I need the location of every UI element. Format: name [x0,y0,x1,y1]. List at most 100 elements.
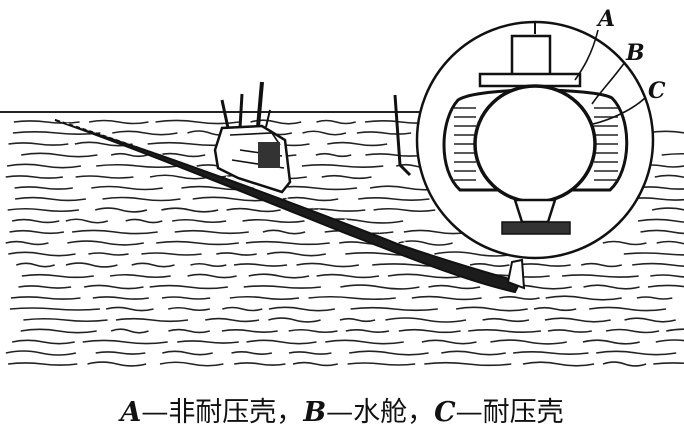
wave-stroke [325,340,403,343]
wave-stroke [351,308,438,311]
wave-stroke [483,319,529,322]
wave-stroke [316,154,351,157]
wave-stroke [374,209,436,212]
wave-stroke [385,318,466,322]
caption-text-B: —水舱， [326,397,434,428]
wave-stroke [289,330,338,333]
wave-stroke [23,319,107,322]
wave-stroke [603,242,647,245]
wave-stroke [112,131,177,134]
wave-stroke [624,253,684,255]
periscope-2 [240,94,242,128]
wave-stroke [513,352,588,354]
wave-stroke [269,307,335,310]
wave-stroke [141,253,201,255]
wave-stroke [72,230,158,233]
wave-stroke [625,318,676,322]
wave-stroke [234,264,287,266]
wave-stroke [175,231,249,234]
wave-stroke [177,341,239,343]
wave-stroke [548,330,592,332]
bridge-block [258,142,280,168]
wave-stroke [111,329,148,333]
wave-stroke [88,362,147,366]
wave-stroke [91,187,162,190]
keel [515,200,555,222]
wave-stroke [67,241,143,245]
wave-stroke [205,319,259,322]
wave-stroke [22,275,94,278]
wave-stroke [76,176,134,178]
wave-stroke [14,121,80,123]
wave-stroke [638,219,684,222]
wave-stroke [468,330,541,332]
wave-stroke [21,153,97,156]
wave-stroke [289,352,331,354]
wave-stroke [216,253,256,255]
wave-stroke [15,187,73,189]
label-B: B [626,40,645,66]
caption-key-B: B [303,397,326,428]
wave-stroke [66,263,117,267]
wave-stroke [422,340,477,343]
wave-stroke [21,329,97,332]
deck-gun [395,95,410,175]
wave-stroke [88,253,128,255]
wave-stroke [652,208,684,212]
wave-stroke [16,263,54,266]
wave-stroke [641,230,684,233]
wave-stroke [456,307,528,310]
wave-stroke [6,176,63,178]
wave-stroke [546,296,622,300]
wave-stroke [162,351,212,354]
wave-stroke [249,274,309,278]
cross-section-inset [417,22,653,258]
label-A: A [598,6,615,32]
wave-stroke [441,351,505,354]
wave-stroke [655,175,684,178]
wave-stroke [399,330,461,333]
wave-stroke [8,209,79,212]
wave-stroke [267,252,326,255]
wave-stroke [12,220,59,223]
wave-stroke [96,352,146,354]
wave-stroke [327,143,387,146]
wave-stroke [168,330,209,333]
wave-stroke [653,363,684,365]
wave-stroke [349,351,428,355]
wave-stroke [246,242,330,245]
wave-stroke [93,297,149,299]
wave-stroke [412,297,482,300]
wave-stroke [302,165,383,167]
wave-stroke [490,340,566,344]
wave-stroke [309,297,396,300]
wave-stroke [161,208,218,212]
wave-stroke [89,121,148,124]
wave-stroke [358,198,429,200]
wave-stroke [162,297,210,299]
wave-stroke [19,286,72,288]
keel-ballast [502,222,570,234]
wave-stroke [470,264,509,266]
wave-stroke [230,297,299,300]
wave-stroke [666,329,684,333]
wave-stroke [83,340,168,343]
wave-stroke [7,164,81,167]
wave-stroke [268,318,320,322]
stern-rudder [508,260,524,288]
wave-stroke [263,230,305,233]
wave-stroke [116,319,188,322]
wave-stroke [545,318,611,322]
wave-stroke [357,132,411,134]
wave-stroke [96,165,179,168]
wave-stroke [662,154,684,157]
wave-stroke [322,176,372,179]
wave-stroke [11,297,81,299]
wave-stroke [191,264,227,267]
wave-stroke [150,286,228,289]
wave-stroke [603,362,646,366]
wave-stroke [365,154,424,156]
caption-text-A: —非耐压壳， [141,397,303,428]
wave-stroke [632,264,684,267]
wave-stroke [650,275,684,277]
